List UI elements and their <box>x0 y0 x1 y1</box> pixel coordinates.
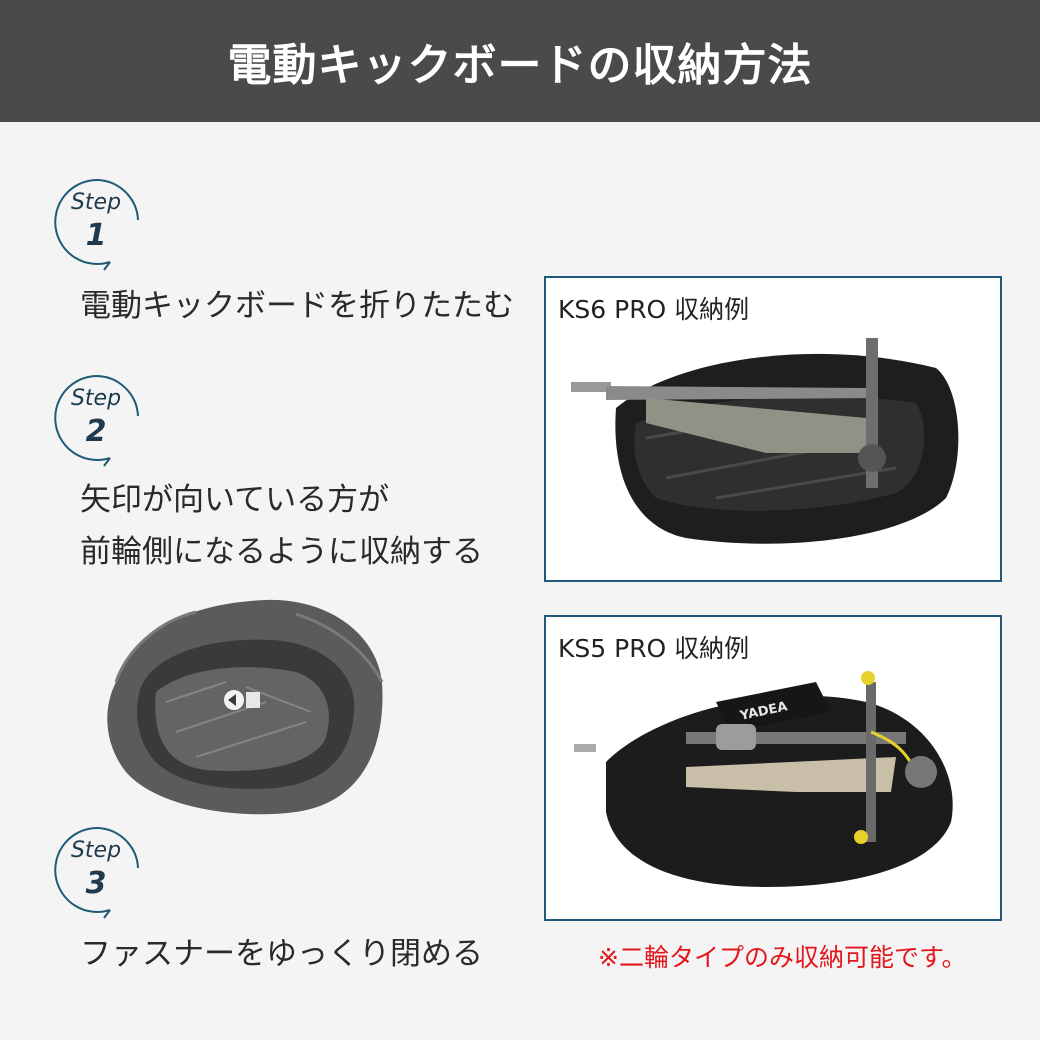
example-ks6-pro: KS6 PRO 収納例 <box>544 276 1002 582</box>
step-circle-icon <box>54 374 139 467</box>
page-title: 電動キックボードの収納方法 <box>227 40 813 91</box>
example-label: KS6 PRO 収納例 <box>558 295 750 324</box>
step-1-text: 電動キックボードを折りたたむ <box>80 288 514 324</box>
example-ks5-pro: KS5 PRO 収納例 YADEA <box>544 615 1002 921</box>
step-number: 2 <box>85 414 107 449</box>
step-2-text-line-1: 矢印が向いている方が <box>80 482 390 518</box>
step-circle-icon <box>54 178 139 271</box>
step-number: 1 <box>85 218 107 253</box>
step-number: 3 <box>85 866 107 901</box>
step-3-text: ファスナーをゆっくり閉める <box>80 936 483 972</box>
step-2-text-line-2: 前輪側になるように収納する <box>80 534 483 570</box>
example-label: KS5 PRO 収納例 <box>558 634 750 663</box>
scooter-in-bag-photo <box>571 338 959 544</box>
step-label: Step <box>70 190 122 215</box>
page-header: 電動キックボードの収納方法 <box>0 0 1040 122</box>
scooter-in-bag-photo: YADEA <box>574 671 953 887</box>
open-storage-bag-photo <box>107 599 384 815</box>
step-1-badge: Step 1 <box>50 176 139 271</box>
note-text: ※二輪タイプのみ収納可能です。 <box>598 943 967 972</box>
step-label: Step <box>70 386 122 411</box>
step-3-badge: Step 3 <box>50 824 139 919</box>
step-label: Step <box>70 838 122 863</box>
step-2-badge: Step 2 <box>50 372 139 467</box>
step-circle-icon <box>54 826 139 919</box>
